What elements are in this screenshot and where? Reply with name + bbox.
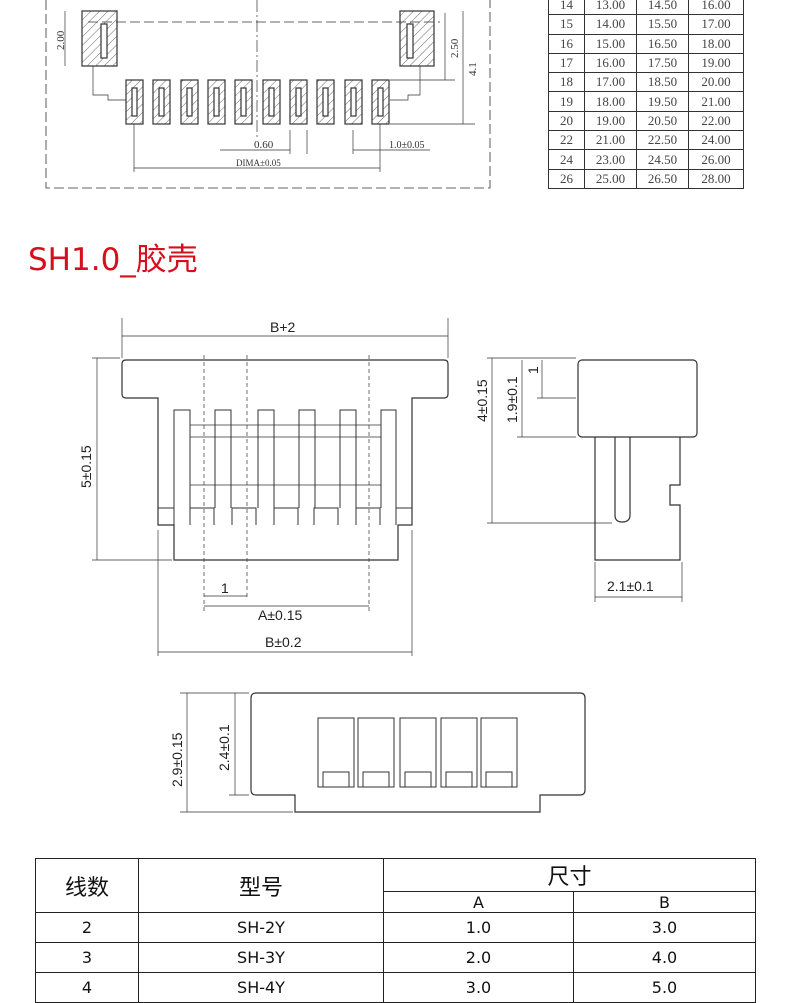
cell: 15.00 [584,33,637,54]
header-wires: 线数 [35,858,139,913]
cell: 16 [548,33,585,54]
cell: 21.00 [584,130,637,151]
cell: 2.0 [383,942,574,973]
cell: 17.00 [688,14,744,35]
cell: 24 [548,149,585,170]
cell: 22.00 [688,110,744,132]
dim-a: A±0.15 [258,607,302,623]
cell: 25.00 [584,168,637,189]
dim-side-width: 2.1±0.1 [607,578,654,594]
cell: SH-4Y [138,972,384,1003]
dim-pitch: 1.0±0.05 [389,140,425,151]
cell: 14.50 [636,0,689,16]
cell: 17 [548,52,585,74]
dim-side-mid: 1.9±0.1 [504,376,520,423]
cell: 4 [35,972,139,1003]
cell: 3 [35,942,139,973]
technical-drawings: 2.00 2.50 4.1 0.60 1.0±0.05 DIMA±0.05 B+… [45,0,698,813]
cell: SH-3Y [138,942,384,973]
cell: 5.0 [573,972,756,1003]
dim-pad-offset: 2.50 [449,38,461,58]
cell: 15.50 [636,14,689,35]
section-title: SH1.0_胶壳 [28,242,198,278]
cell: 28.00 [688,168,744,189]
cell: 19.00 [584,110,637,132]
dim-span: DIMA±0.05 [236,158,281,168]
cell: 22.50 [636,130,689,151]
cell: 20.00 [688,72,744,93]
cell: 1.0 [383,912,574,943]
cell: SH-2Y [138,912,384,943]
cell: 18.00 [584,91,637,112]
dim-total-depth: 4.1 [467,62,479,76]
dim-bottom-outer: 2.9±0.15 [169,732,185,787]
cell: 16.50 [636,33,689,54]
header-a: A [383,891,574,913]
housing-side-view: 4±0.15 1.9±0.1 1 2.1±0.1 [474,357,698,602]
header-size: 尺寸 [383,858,756,892]
cell: 17.50 [636,52,689,74]
cell: 16.00 [584,52,637,74]
cell: 21.00 [688,91,744,112]
cell: 3.0 [573,912,756,943]
header-model: 型号 [138,858,384,913]
dim-pad-width: 0.60 [254,139,274,151]
cell: 26.00 [688,149,744,170]
cell: 20.50 [636,110,689,132]
dim-height: 5±0.15 [78,445,94,488]
dim-side-small: 1 [525,366,541,374]
cell: 18 [548,72,585,93]
header-b: B [573,891,756,913]
cell: 24.00 [688,130,744,151]
cell: 19.50 [636,91,689,112]
dim-b: B±0.2 [265,634,302,650]
footprint-drawing: 2.00 2.50 4.1 0.60 1.0±0.05 DIMA±0.05 [45,0,491,189]
cell: 23.00 [584,149,637,170]
dim-pad-height: 2.00 [55,30,67,50]
cell: 18.00 [688,33,744,54]
cell: 2 [35,912,139,943]
footprint-pads [125,79,390,125]
dim-bottom-inner: 2.4±0.1 [216,724,232,771]
cell: 26.50 [636,168,689,189]
cell: 15 [548,14,585,35]
dim-top-width: B+2 [270,319,296,335]
dim-pitch-front: 1 [221,580,229,596]
cell: 22 [548,130,585,151]
cell: 13.00 [584,0,637,16]
cell: 24.50 [636,149,689,170]
housing-front-view: B+2 5±0.15 1 A±0.15 B±0.2 [78,318,449,656]
cell: 14 [548,0,585,16]
cell: 14.00 [584,14,637,35]
cell: 19 [548,91,585,112]
cell: 4.0 [573,942,756,973]
cell: 18.50 [636,72,689,93]
housing-bottom-view: 2.9±0.15 2.4±0.1 [169,692,586,813]
cell: 17.00 [584,72,637,93]
dim-side-height: 4±0.15 [474,379,490,422]
cell: 16.00 [688,0,744,16]
cell: 19.00 [688,52,744,74]
cell: 20 [548,110,585,132]
cell: 26 [548,168,585,189]
cell: 3.0 [383,972,574,1003]
